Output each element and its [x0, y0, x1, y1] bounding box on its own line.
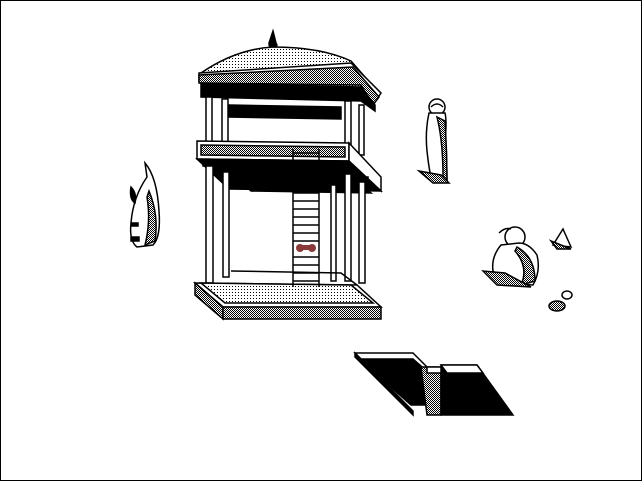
hooded-statue[interactable]: [129, 160, 161, 248]
open-trapdoor-pit[interactable]: [353, 351, 515, 417]
pebbles: [548, 290, 573, 312]
pavilion[interactable]: [192, 28, 383, 321]
crouching-figure-statue[interactable]: [481, 226, 540, 288]
player-sprite[interactable]: [296, 244, 316, 252]
ladder[interactable]: [292, 149, 320, 287]
robed-figure-statue[interactable]: [416, 98, 451, 184]
small-rock: [548, 227, 573, 250]
